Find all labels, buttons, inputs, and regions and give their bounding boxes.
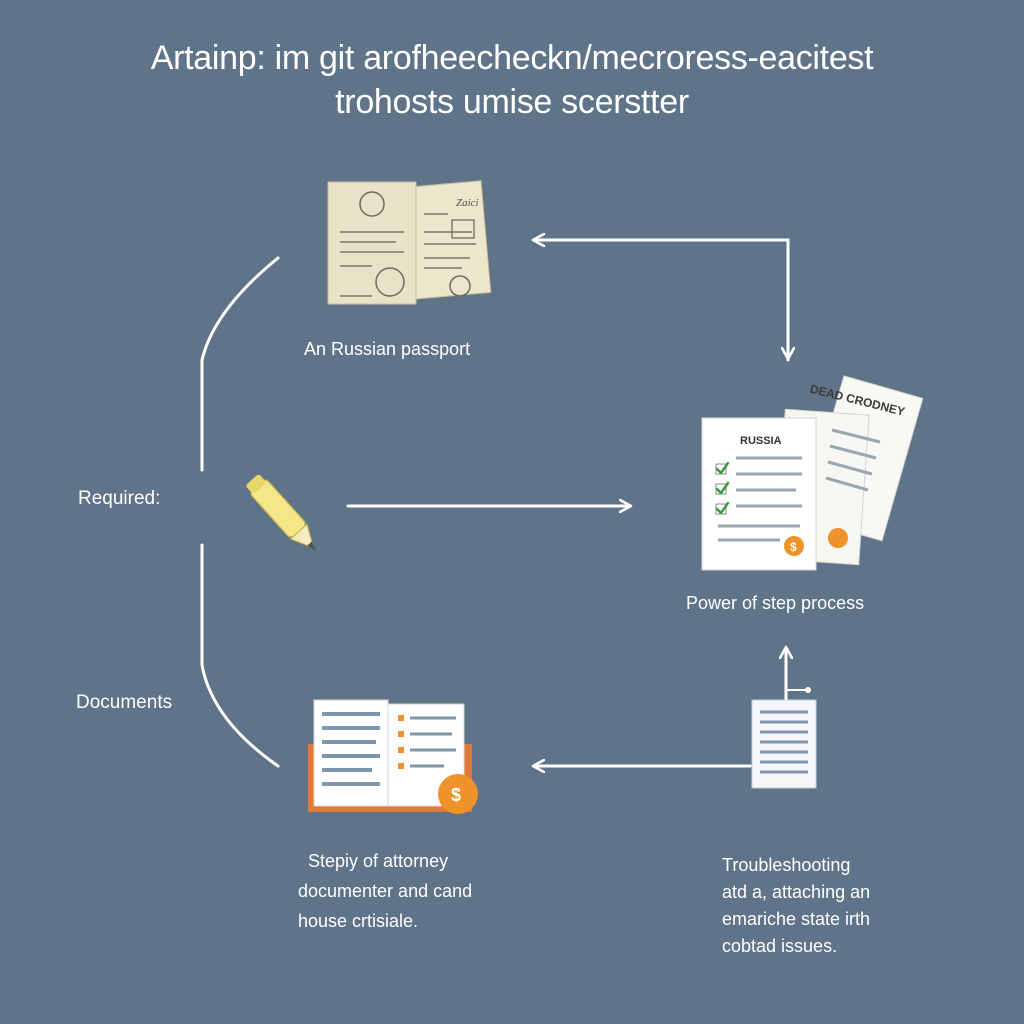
diagram-title: Artainp: im git arofheecheckn/mecroress-…	[0, 36, 1024, 124]
troubleshooting-label-line-3: emariche state irth	[722, 909, 871, 929]
troubleshooting-label-line-2: atd a, attaching an	[722, 882, 871, 902]
passport-label: An Russian passport	[304, 339, 471, 359]
power-badge-text: $	[790, 540, 797, 554]
attorney-label-line-2: documenter and cand	[298, 881, 473, 901]
checklist-documents-icon: DEAD CRODNEY RUSSIA $	[701, 375, 924, 571]
attorney-badge-icon	[438, 774, 478, 814]
power-badge-icon	[784, 536, 804, 556]
left-bracket-connector	[200, 256, 280, 768]
tagged-document-icon	[751, 687, 817, 789]
attorney-badge-text: $	[451, 785, 461, 805]
passport-documents-icon: Zaici	[327, 180, 492, 305]
attorney-label-line-1: Stepiy of attorney	[308, 851, 449, 871]
attorney-label-line-3: house crtisiale.	[298, 911, 419, 931]
title-line-1: Artainp: im git arofheecheckn/mecroress-…	[150, 39, 874, 77]
troubleshooting-label: Troubleshooting atd a, attaching an emar…	[722, 852, 870, 960]
power-doc-front-text: RUSSIA	[740, 435, 782, 447]
power-badge-back-icon	[828, 528, 848, 548]
required-label: Required:	[78, 488, 161, 509]
troubleshooting-label-line-1: Troubleshooting	[722, 855, 851, 875]
pen-icon	[246, 474, 317, 551]
arrow-to-passport	[534, 240, 790, 362]
documents-label: Documents	[76, 692, 173, 713]
flow-arrows	[346, 240, 790, 766]
power-label: Power of step process	[686, 593, 865, 613]
attorney-label: Stepiy of attorney documenter and cand h…	[298, 846, 472, 936]
title-line-2: trohosts umise scerstter	[335, 83, 689, 121]
passport-doc-text: Zaici	[456, 197, 479, 209]
troubleshooting-label-line-4: cobtad issues.	[722, 936, 838, 956]
open-book-icon: $	[308, 699, 478, 814]
